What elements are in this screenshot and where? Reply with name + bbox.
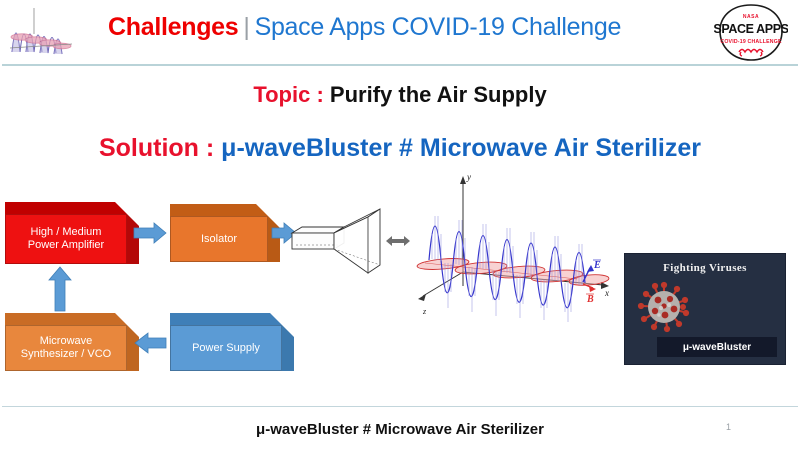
header-title-primary: Challenges bbox=[108, 13, 239, 41]
arrow-synthesizer-to-amplifier bbox=[48, 266, 72, 312]
vector-label-b: B bbox=[586, 294, 594, 305]
em-wave-logo-icon bbox=[6, 4, 78, 62]
topic-line: Topic : Purify the Air Supply bbox=[0, 82, 800, 108]
block-power-amplifier: High / Medium Power Amplifier bbox=[5, 202, 139, 264]
block-microwave-synthesizer: Microwave Synthesizer / VCO bbox=[5, 313, 139, 371]
block-power-supply: Power Supply bbox=[170, 313, 294, 371]
axis-label-y: y bbox=[466, 172, 471, 182]
block-front-face: Isolator bbox=[170, 216, 268, 262]
block-label-line1: Power Supply bbox=[192, 341, 260, 354]
svg-text:NASA: NASA bbox=[743, 14, 759, 20]
arrow-isolator-to-antenna bbox=[271, 222, 297, 244]
block-diagram-arrows bbox=[48, 222, 297, 354]
block-top-face bbox=[5, 313, 127, 325]
header-title-separator: | bbox=[243, 13, 250, 41]
double-headed-arrow-icon bbox=[386, 236, 410, 246]
block-top-face bbox=[170, 204, 268, 216]
block-side-face bbox=[127, 214, 139, 264]
block-top-face bbox=[170, 313, 282, 325]
solution-value: μ-waveBluster # Microwave Air Sterilizer bbox=[221, 134, 702, 162]
arrow-power-supply-to-synthesizer bbox=[134, 332, 167, 354]
axis-label-x: x bbox=[604, 288, 609, 298]
block-front-face: Power Supply bbox=[170, 325, 282, 371]
vector-e-arrow: E bbox=[582, 259, 601, 283]
arrow-amplifier-to-isolator bbox=[133, 222, 167, 244]
block-label-line1: Isolator bbox=[200, 232, 238, 245]
block-label-line2: Synthesizer / VCO bbox=[20, 348, 112, 360]
block-side-face bbox=[127, 325, 139, 371]
block-front-face: Microwave Synthesizer / VCO bbox=[5, 325, 127, 371]
fighting-viruses-card: Fighting Viruses bbox=[624, 253, 786, 365]
footer-title: μ-waveBluster # Microwave Air Sterilizer bbox=[256, 421, 544, 438]
footer-page-number: 1 bbox=[726, 422, 732, 432]
horn-antenna-icon bbox=[288, 205, 418, 305]
axis-label-z: z bbox=[422, 307, 427, 316]
svg-text:COVID-19 CHALLENGE: COVID-19 CHALLENGE bbox=[720, 39, 782, 45]
topic-value: Purify the Air Supply bbox=[329, 82, 547, 107]
coronavirus-icon bbox=[637, 280, 691, 334]
block-side-face bbox=[268, 216, 280, 262]
nasa-space-apps-logo-icon: NASA SPACE APPS COVID-19 CHALLENGE bbox=[713, 2, 789, 64]
block-isolator: Isolator bbox=[170, 204, 280, 262]
block-label-line2: Power Amplifier bbox=[27, 239, 105, 251]
slide-header: Challenges|Space Apps COVID-19 Challenge… bbox=[0, 0, 800, 66]
header-title-secondary: Space Apps COVID-19 Challenge bbox=[254, 13, 622, 41]
virus-card-title: Fighting Viruses bbox=[663, 262, 747, 274]
solution-line: Solution : μ-waveBluster # Microwave Air… bbox=[0, 134, 800, 163]
footer-divider bbox=[2, 406, 798, 407]
block-label-line1: Microwave bbox=[39, 335, 93, 348]
vector-b-arrow: B bbox=[582, 283, 596, 305]
header-divider bbox=[2, 64, 798, 66]
block-side-face bbox=[282, 325, 294, 371]
vector-label-e: E bbox=[593, 260, 601, 271]
topic-label: Topic : bbox=[253, 82, 324, 107]
block-top-face bbox=[5, 202, 127, 214]
block-diagram: High / Medium Power Amplifier Isolator M… bbox=[0, 195, 300, 385]
electromagnetic-wave-diagram-icon: y z x bbox=[415, 168, 635, 323]
header-title: Challenges|Space Apps COVID-19 Challenge bbox=[108, 13, 621, 42]
virus-card-label: μ-waveBluster bbox=[657, 337, 777, 357]
svg-text:SPACE APPS: SPACE APPS bbox=[714, 22, 788, 36]
solution-label: Solution : bbox=[98, 134, 215, 162]
block-label-line1: High / Medium bbox=[30, 226, 102, 239]
block-front-face: High / Medium Power Amplifier bbox=[5, 214, 127, 264]
